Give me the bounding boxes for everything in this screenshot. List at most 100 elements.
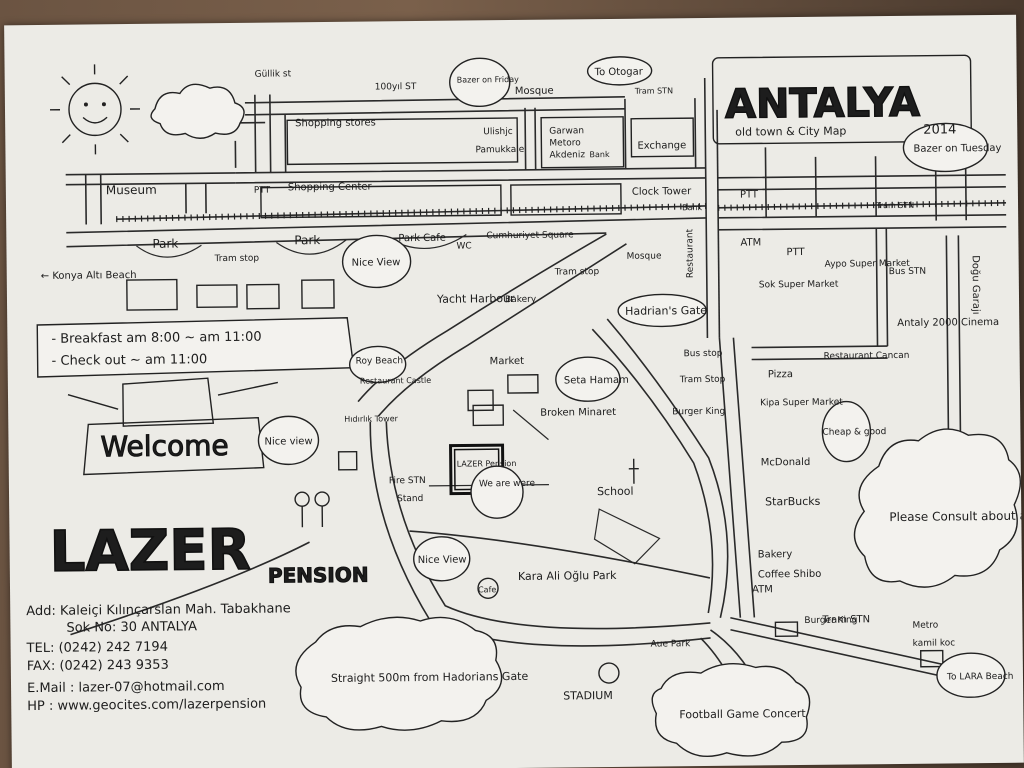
bubble-straight: Straight 500m from Hadorians Gate: [331, 670, 529, 685]
label-bank-2: Bank: [682, 203, 703, 212]
tram-stn-top: Tram STN: [634, 86, 673, 95]
label-park-cafe: Park Cafe: [398, 233, 446, 244]
label-burger-king-2: Burger King: [804, 615, 857, 626]
label-bakery-1: Bakery: [505, 295, 537, 305]
label-wc: WC: [456, 241, 471, 251]
label-bank-1: Bank: [589, 150, 610, 159]
label-garwan: Garwan: [549, 126, 584, 136]
label-ptt-1: PTT: [254, 186, 271, 196]
email-line[interactable]: E.Mail : lazer-07@hotmail.com: [27, 679, 225, 696]
bubble-cheap-good: Cheap & good: [822, 427, 886, 438]
address-line-2: Sok No: 30 ANTALYA: [66, 619, 197, 635]
map-drawing: ANTALYA old town & City Map 2014 LAZER P…: [26, 54, 1024, 757]
label-school: School: [597, 485, 634, 498]
cross-symbol: [628, 458, 639, 484]
cloud-icon: [150, 83, 245, 139]
label-stand: Stand: [397, 494, 423, 504]
speech-bubbles: [257, 56, 1022, 757]
label-hidirlik: Hıdırlık Tower: [344, 414, 398, 424]
label-aue-park: Aue Park: [651, 639, 692, 649]
label-yacht: Yacht Harbour: [436, 292, 515, 306]
homepage-line[interactable]: HP : www.geocites.com/lazerpension: [27, 697, 266, 715]
map-sheet: ANTALYA old town & City Map 2014 LAZER P…: [4, 14, 1024, 768]
checkout-hours: - Check out ~ am 11:00: [52, 352, 208, 369]
label-antaly2000: Antaly 2000 Cinema: [897, 317, 999, 329]
label-castle: Restaurant Castle: [360, 376, 431, 386]
label-lazer-pension-box[interactable]: LAZER Pension: [457, 459, 517, 469]
label-cumhuriyet: Cumhuriyet Square: [486, 230, 574, 241]
label-tram-stop-1: Tram stop: [214, 254, 260, 264]
pension-logo: LAZER: [49, 518, 251, 585]
label-metoro: Metoro: [549, 138, 581, 148]
street-100yil: 100yıl ST: [375, 82, 417, 92]
label-exchange: Exchange: [637, 140, 686, 152]
label-seta-hamam: Seta Hamam: [564, 375, 629, 387]
tram-stn-bottom: Tram STN: [821, 614, 870, 626]
label-we-are-here: We are were: [479, 479, 536, 490]
map-title: ANTALYA: [725, 80, 920, 128]
label-bus-stop: Bus stop: [684, 349, 723, 359]
label-pamukkale: Pamukkale: [475, 145, 524, 156]
map-year: 2014: [923, 122, 956, 137]
label-atm-2: ATM: [752, 584, 773, 595]
label-park-2: Park: [294, 233, 320, 247]
label-stadium: STADIUM: [563, 689, 613, 703]
label-hadrians-gate: Hadrian's Gate: [625, 304, 707, 318]
sun-icon: [49, 64, 141, 155]
label-sok: Sok Super Market: [759, 280, 839, 291]
label-ptt-3: PTT: [786, 247, 805, 258]
label-market: Market: [490, 356, 525, 367]
label-karaali: Kara Ali Oğlu Park: [518, 569, 617, 583]
label-roy-beach: Roy Beach: [356, 356, 404, 366]
label-ptt-2: PTT: [740, 189, 759, 200]
bubble-football: Football Game Concert: [679, 707, 806, 721]
label-mosque-2: Mosque: [627, 251, 662, 261]
label-dogu-garaji: Doğu Garajı: [970, 255, 983, 314]
north-street-grid: [65, 77, 1007, 436]
bubble-nice-view-3: Nice View: [418, 555, 467, 567]
address-line-1: Add: Kaleiçi Kılınçarslan Mah. Tabakhane: [26, 601, 291, 619]
title-block: [711, 54, 973, 145]
label-shopping-center: Shopping Center: [288, 181, 373, 193]
tram-stn-right: Tram STN: [875, 201, 914, 210]
label-burger-king-1: Burger King: [672, 407, 725, 418]
label-pizza: Pizza: [768, 369, 793, 380]
label-bakery-2: Bakery: [758, 549, 793, 560]
bus-stn: Bus STN: [889, 267, 926, 277]
label-to-otogar: To Otogar: [594, 67, 644, 79]
bubble-bazar-tuesday: Bazer on Tuesday: [913, 143, 1001, 155]
bubble-nice-view-1: Nice View: [352, 257, 401, 269]
label-aypo: Aypo Super Market: [825, 259, 911, 270]
label-tram-stop-3: Tram Stop: [679, 375, 726, 385]
stadium-icon: [598, 662, 620, 684]
label-park-1: Park: [152, 237, 178, 251]
welcome-sign: [67, 377, 279, 476]
label-tram-stop-2: Tram stop: [554, 267, 600, 277]
label-ulishjc: Ulishjc: [483, 127, 513, 137]
fax-line: FAX: (0242) 243 9353: [27, 658, 169, 674]
bubble-bazar-friday: Bazer on Friday: [457, 75, 519, 85]
tel-line: TEL: (0242) 242 7194: [26, 640, 168, 656]
map-subtitle: old town & City Map: [735, 125, 846, 139]
label-restaurant: Restaurant: [685, 228, 696, 278]
park-row: [66, 217, 707, 311]
breakfast-hours: - Breakfast am 8:00 ~ am 11:00: [51, 330, 261, 347]
flower-doodles: [294, 491, 330, 528]
label-mcdonald: McDonald: [761, 457, 811, 469]
label-mosque-1: Mosque: [515, 86, 554, 97]
label-coffee-shibo: Coffee Shibo: [758, 569, 822, 581]
label-to-lara: To LARA Beach: [946, 672, 1014, 683]
label-broken-minaret: Broken Minaret: [540, 407, 616, 419]
label-starbucks: StarBucks: [765, 495, 821, 509]
label-clock-tower: Clock Tower: [632, 186, 692, 198]
label-konya: ← Konya Altı Beach: [41, 270, 137, 282]
tram-line-north: [116, 199, 1007, 223]
pension-word: PENSION: [268, 563, 369, 588]
label-atm-1: ATM: [740, 237, 761, 248]
label-shopping-stores: Shopping stores: [295, 117, 376, 129]
street-gullik: Güllik st: [255, 69, 292, 79]
label-cancan: Restaurant Cancan: [824, 351, 910, 362]
label-fire-stn: Fire STN: [389, 476, 426, 486]
bubble-nice-view-2: Nice view: [264, 436, 312, 448]
